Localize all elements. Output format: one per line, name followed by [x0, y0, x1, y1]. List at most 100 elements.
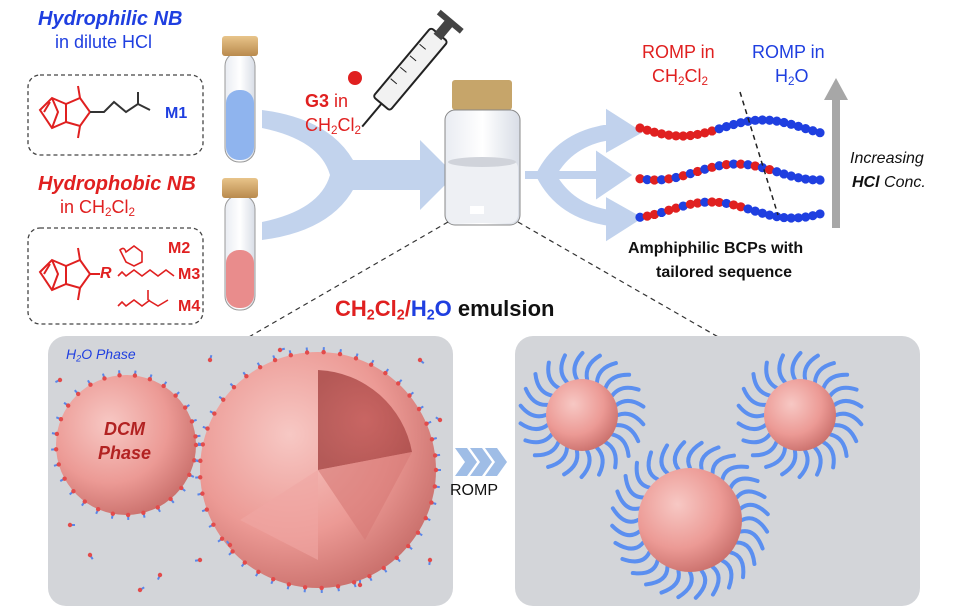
monomer-bead	[649, 175, 660, 185]
monomer-bead	[736, 202, 746, 212]
monomer-bead	[635, 123, 645, 133]
m4-label: M4	[178, 298, 201, 315]
monomer-bead	[801, 124, 811, 134]
polymer-chains	[635, 115, 825, 223]
corona-chain	[741, 386, 768, 407]
corona-chain	[518, 403, 548, 419]
trend-arrow	[824, 78, 848, 228]
monomer-bead	[808, 175, 818, 185]
corona-chain	[686, 440, 704, 470]
surfactant-head	[125, 512, 131, 518]
catalyst-label: G3 in	[305, 91, 349, 111]
monomer-bead	[786, 171, 796, 181]
corona-chain	[821, 372, 850, 390]
corona-chain	[720, 558, 734, 590]
monomer-bead	[779, 169, 789, 179]
surfactant-head	[117, 373, 122, 378]
surfactant-head	[200, 491, 205, 496]
monomer-bead	[671, 172, 681, 183]
corona-chain	[777, 353, 788, 385]
surfactant-head	[394, 555, 399, 561]
bcp-caption-line2: tailored sequence	[656, 264, 793, 281]
corona-chain	[546, 360, 561, 390]
monomer-bead	[707, 162, 717, 172]
monomer-bead	[685, 130, 696, 141]
corona-chain	[672, 440, 687, 472]
surfactant-head	[56, 462, 61, 467]
surfactant-head	[337, 351, 343, 357]
monomer-bead	[678, 201, 688, 211]
corona-chain	[828, 385, 859, 398]
monomer-bead	[685, 169, 696, 179]
surfactant-head	[182, 405, 188, 410]
corona-chain	[646, 450, 660, 482]
monomer-bead	[657, 175, 667, 185]
corona-chain	[615, 489, 642, 511]
corona-chain	[764, 445, 788, 469]
monomer-bead	[729, 119, 739, 130]
m1-label: M1	[165, 105, 188, 122]
surfactant-head	[433, 467, 439, 473]
surfactant-head	[147, 376, 153, 382]
surfactant-head	[161, 383, 166, 389]
corona-chain	[750, 440, 779, 458]
surfactant-head	[424, 421, 429, 426]
surfactant-head	[71, 489, 76, 494]
surfactant-head	[381, 565, 386, 571]
monomer-bead	[707, 126, 717, 136]
corona-chain	[751, 372, 772, 398]
monomer-bead	[736, 118, 746, 128]
corona-chain	[699, 445, 721, 472]
monomer-bead	[801, 174, 811, 184]
surfactant-head	[62, 476, 67, 481]
surfactant-head	[187, 472, 192, 478]
split-arrow	[525, 108, 643, 242]
micelle-core	[546, 379, 618, 451]
monomer-bead	[693, 198, 703, 208]
corona-chain	[659, 443, 670, 476]
romp-step-label: ROMP	[450, 482, 498, 499]
surfactant-head	[67, 522, 73, 528]
hydrophilic-box	[27, 74, 204, 156]
corona-chain	[710, 564, 721, 597]
m3-label: M3	[178, 266, 201, 283]
surfactant-head	[219, 536, 225, 541]
surfactant-head	[304, 350, 310, 355]
monomer-bead	[765, 115, 775, 125]
m1-structure	[38, 85, 92, 139]
corona-chain	[790, 351, 803, 382]
hydrophobic-box	[27, 227, 204, 325]
corona-chain	[832, 398, 864, 409]
surfactant-head	[58, 416, 64, 422]
corona-chain	[594, 361, 618, 385]
surfactant-head	[204, 507, 210, 512]
surfactant-dots	[51, 347, 443, 593]
surfactant-head	[192, 458, 197, 463]
surfactant-head	[157, 572, 163, 578]
corona-chain	[610, 385, 641, 398]
monomer-bead	[750, 115, 760, 125]
surfactant-head	[193, 442, 199, 448]
hydrophobic-title: Hydrophobic NB	[38, 173, 196, 195]
monomer-bead	[765, 164, 775, 175]
romp-dcm-line1: ROMP in	[642, 42, 715, 62]
corona-chain	[780, 448, 798, 477]
corona-chain	[710, 453, 736, 476]
monomer-bead	[671, 203, 681, 213]
corona-chain	[728, 550, 746, 580]
corona-chain	[832, 423, 859, 444]
surfactant-head	[231, 384, 237, 390]
corona-chain	[630, 558, 660, 576]
corona-chain	[532, 440, 561, 458]
surfactant-head	[227, 542, 233, 548]
hydrophilic-medium: in dilute HCl	[55, 32, 153, 52]
syringe	[361, 9, 464, 128]
surfactant-head	[242, 560, 247, 565]
surfactant-head	[407, 393, 412, 398]
monomer-bead	[729, 159, 739, 169]
corona-chain	[741, 432, 772, 445]
surfactant-head	[193, 434, 198, 439]
corona-chain	[812, 445, 823, 477]
monomer-bead	[700, 128, 710, 138]
